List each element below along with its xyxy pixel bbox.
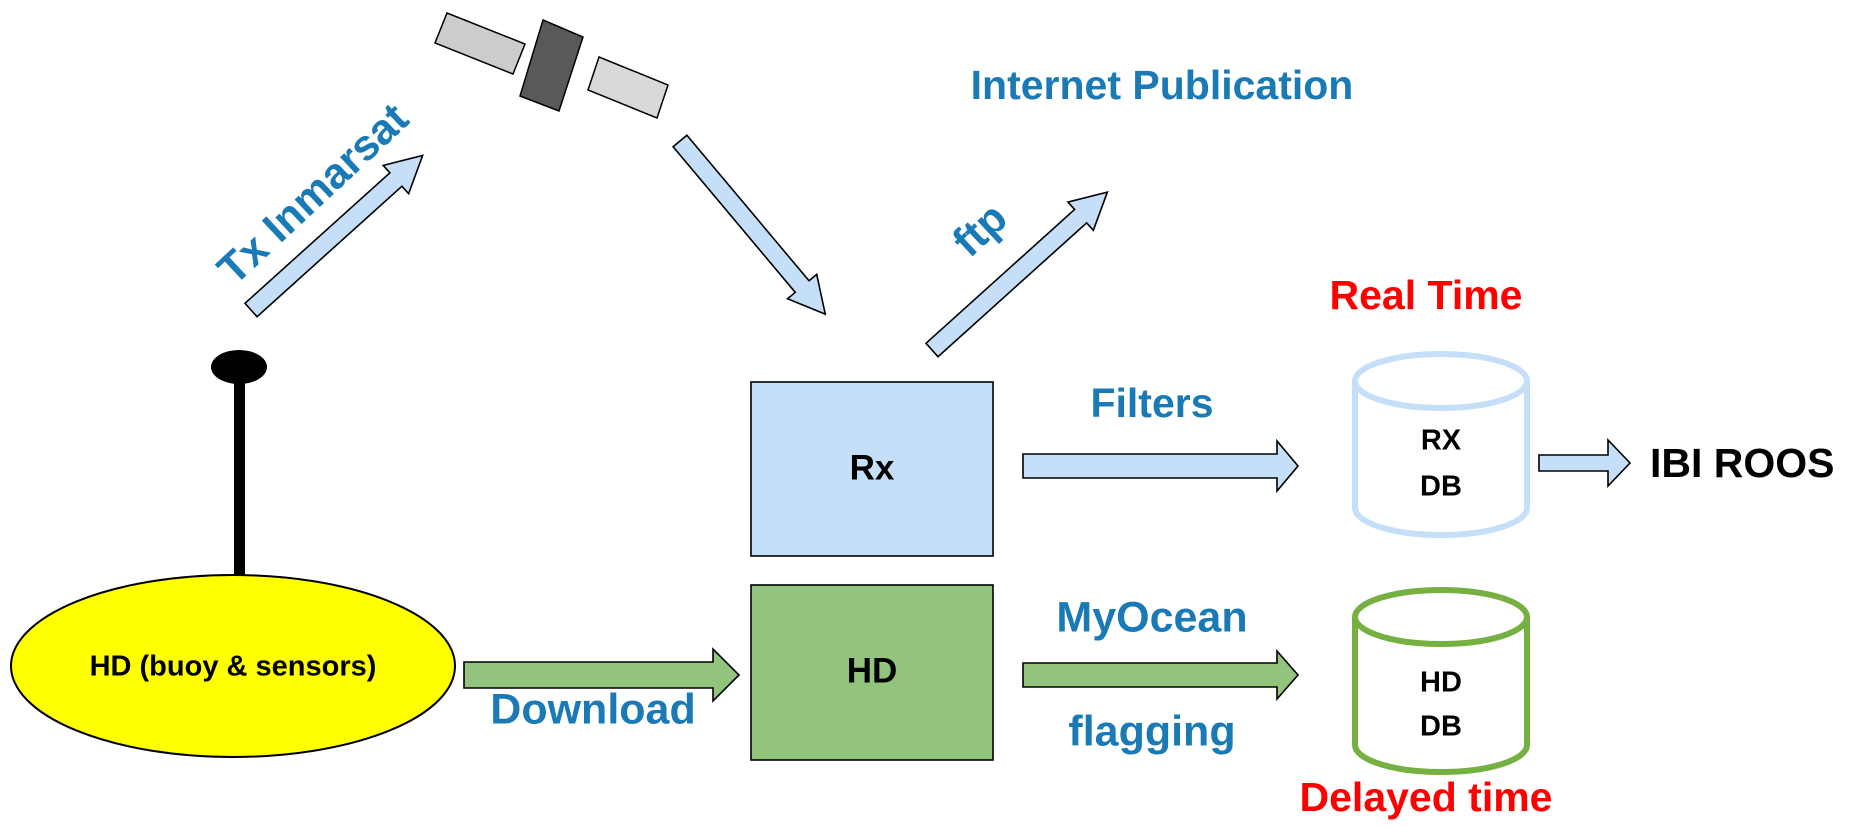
internet-publication-label: Internet Publication: [971, 62, 1354, 108]
rx-box-label: Rx: [850, 448, 895, 487]
rx-db-label-line1: RX: [1421, 425, 1462, 457]
real-time-label: Real Time: [1330, 272, 1523, 318]
buoy-ellipse: [10, 574, 456, 758]
download-label: Download: [490, 685, 695, 733]
antenna-mast: [234, 374, 245, 581]
delayed-time-label: Delayed time: [1300, 774, 1553, 820]
satellite-icon: [434, 12, 669, 119]
ftp-label: ftp: [944, 194, 1017, 267]
download-arrow: [463, 647, 741, 703]
filters-arrow: [1022, 438, 1300, 494]
buoy-label: HD (buoy & sensors): [90, 651, 377, 683]
myocean-label: MyOcean: [1056, 593, 1247, 641]
ibi-roos-arrow: [1538, 438, 1632, 488]
satellite-right-panel: [587, 56, 669, 119]
hd-db-label-line2: DB: [1420, 711, 1462, 743]
tx-inmarsat-arrow: [243, 154, 424, 318]
rx-db-cylinder: [1352, 351, 1530, 538]
hd-db-cylinder: [1352, 587, 1530, 775]
myocean-flagging-arrow: [1022, 648, 1300, 702]
rx-db-label-line2: DB: [1420, 471, 1462, 503]
hd-box: [750, 584, 994, 761]
antenna-dish-icon: [211, 350, 267, 384]
hd-box-label: HD: [847, 651, 898, 690]
satellite-to-rx-arrow: [671, 134, 827, 316]
ftp-arrow: [924, 190, 1109, 358]
hd-db-label-line1: HD: [1420, 667, 1462, 699]
ibi-roos-label: IBI ROOS: [1650, 440, 1835, 486]
rx-box: [750, 381, 994, 557]
filters-label: Filters: [1090, 380, 1213, 426]
satellite-left-panel: [434, 12, 526, 75]
satellite-body: [519, 18, 584, 112]
flagging-label: flagging: [1068, 707, 1235, 755]
